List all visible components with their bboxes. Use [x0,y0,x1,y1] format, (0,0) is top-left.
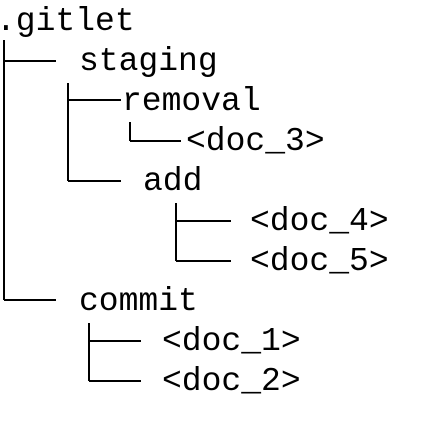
node-doc-4: <doc_4> [250,203,389,240]
node-gitlet-root: .gitlet [0,3,135,40]
node-commit: commit [79,283,198,320]
node-removal: removal [122,83,261,120]
node-doc-3: <doc_3> [186,123,325,160]
node-doc-1: <doc_1> [162,323,301,360]
node-add: add [143,163,203,200]
node-doc-5: <doc_5> [250,243,389,280]
node-staging: staging [79,43,218,80]
node-doc-2: <doc_2> [162,363,301,400]
